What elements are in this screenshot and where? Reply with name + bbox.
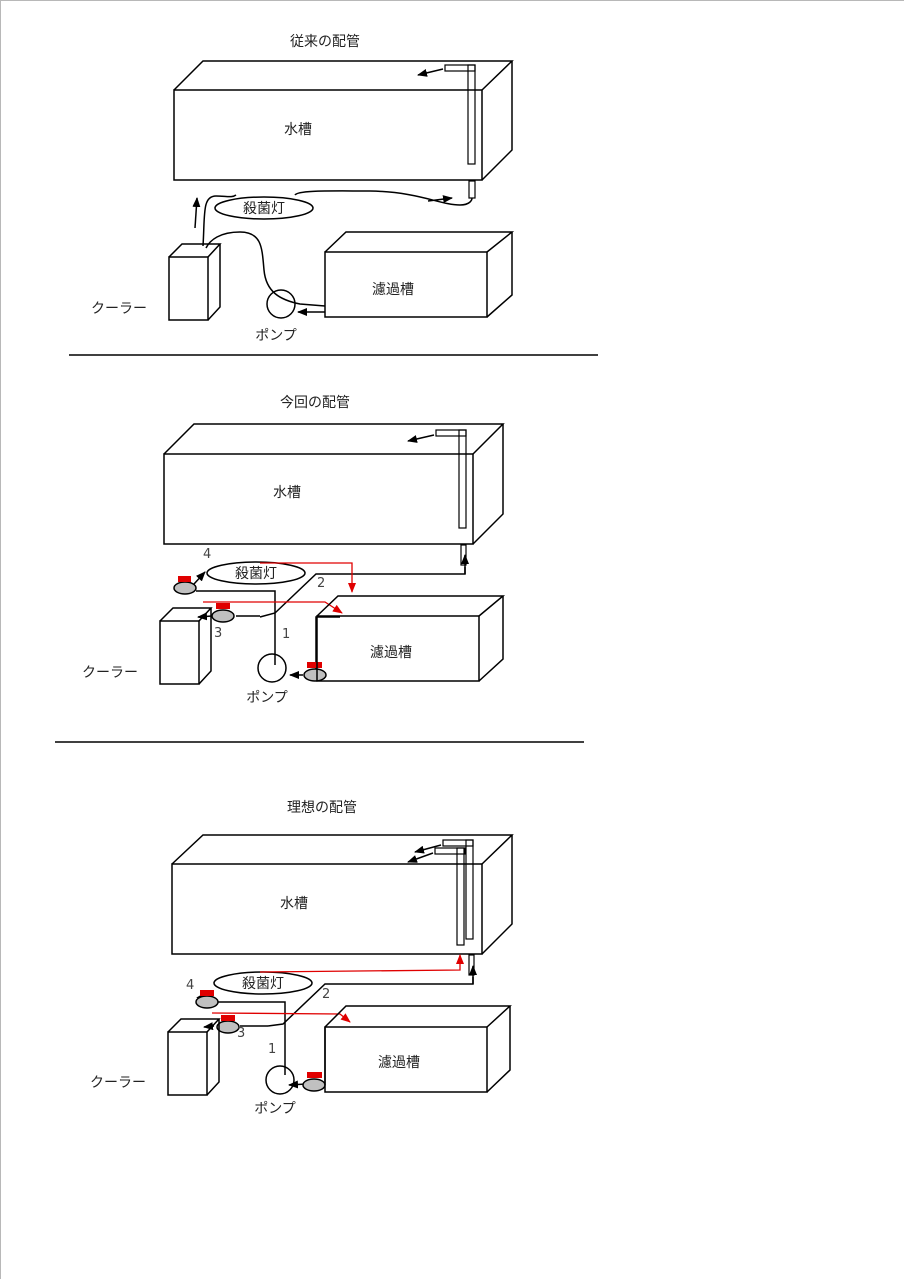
cooler-label: クーラー — [91, 301, 147, 317]
filter-label: 濾過槽 — [372, 282, 414, 298]
tank-label: 水槽 — [284, 122, 312, 138]
pipe-number: 3 — [214, 626, 222, 641]
valve-3[interactable] — [216, 1015, 240, 1034]
cooler-label: クーラー — [90, 1075, 146, 1091]
outflow-arrow — [417, 68, 444, 77]
uv-lamp-label: 殺菌灯 — [235, 566, 277, 582]
red-pipe-uv-to-tank — [259, 954, 464, 973]
pipe-number: 4 — [186, 978, 194, 993]
pump — [266, 289, 296, 319]
pipe-1 — [218, 1001, 286, 1075]
pipe-number: 1 — [282, 627, 290, 642]
overflow-pipe — [444, 64, 476, 199]
pipe-number: 2 — [317, 576, 325, 591]
pipe-1 — [196, 590, 276, 665]
uv-lamp-label: 殺菌灯 — [242, 976, 284, 992]
pipe-cooler-to-tank — [202, 190, 473, 247]
valve-3[interactable] — [211, 603, 235, 623]
outflow-arrow — [414, 844, 442, 854]
section-title: 理想の配管 — [287, 800, 357, 816]
valve-4[interactable] — [173, 576, 197, 595]
cooler — [159, 607, 213, 685]
aquarium-tank — [163, 423, 505, 545]
uv-lamp-label: 殺菌灯 — [243, 201, 285, 217]
red-pipe-uv-to-filter — [260, 562, 356, 593]
pump — [257, 653, 287, 683]
outflow-arrow — [407, 434, 435, 443]
valve-3-arrow — [197, 612, 213, 621]
section-ideal: 理想の配管 水槽 殺菌灯 — [90, 800, 514, 1117]
section-title: 今回の配管 — [280, 395, 350, 411]
cooler — [167, 1018, 221, 1096]
pump-label: ポンプ — [255, 328, 297, 344]
pipe-2 — [267, 977, 474, 1027]
section-current: 今回の配管 水槽 殺菌灯 — [82, 395, 506, 706]
valve-filter[interactable] — [303, 662, 327, 682]
filter-tank — [324, 231, 515, 318]
pump-label: ポンプ — [254, 1101, 296, 1117]
section-title: 従来の配管 — [290, 34, 360, 50]
filter-tank — [324, 1005, 512, 1093]
filter-label: 濾過槽 — [370, 645, 412, 661]
tank-label: 水槽 — [280, 896, 308, 912]
flow-arrow-right — [427, 195, 453, 204]
cooler — [168, 243, 222, 321]
section-conventional: 従来の配管 水槽 殺菌灯 クーラー ポンプ — [91, 34, 515, 344]
pipe-pump-to-cooler — [205, 231, 326, 307]
red-pipe-to-filter — [203, 601, 343, 614]
aquarium-tank — [171, 834, 514, 955]
uv-lamp — [214, 196, 314, 220]
pipe-number: 2 — [322, 987, 330, 1002]
pipe-2 — [259, 567, 466, 618]
aquarium-tank — [173, 60, 514, 181]
pipe-number: 1 — [268, 1042, 276, 1057]
uv-lamp — [206, 561, 306, 585]
pipe-number: 3 — [237, 1026, 245, 1041]
valve-4-arrow — [193, 571, 206, 585]
pump-label: ポンプ — [246, 690, 288, 706]
pump — [265, 1065, 295, 1095]
red-pipe-to-filter — [211, 1012, 351, 1023]
valve-4[interactable] — [195, 990, 219, 1009]
pipe-number: 4 — [203, 547, 211, 562]
flow-arrow-up — [192, 197, 201, 229]
valve-filter[interactable] — [302, 1072, 326, 1092]
tank-label: 水槽 — [273, 485, 301, 501]
pipe-filter-return — [315, 616, 340, 673]
filter-tank — [316, 595, 506, 682]
outflow-arrow — [407, 852, 434, 863]
filter-label: 濾過槽 — [378, 1055, 420, 1071]
cooler-label: クーラー — [82, 665, 138, 681]
